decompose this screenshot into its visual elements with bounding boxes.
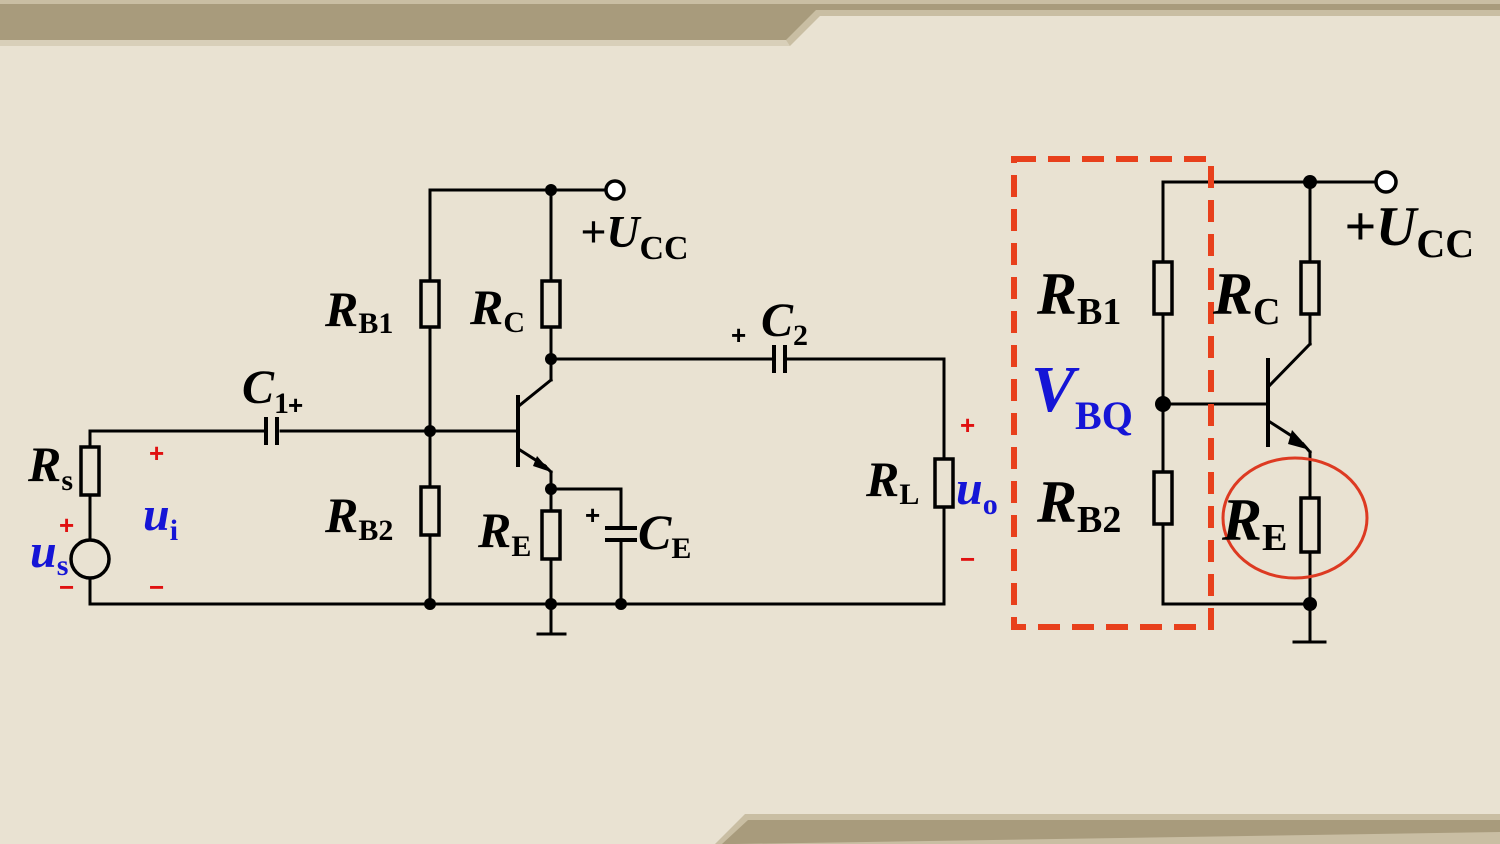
ce-plus-sign: +: [585, 500, 600, 530]
ui-plus-sign: +: [149, 438, 164, 468]
uo-label: uo: [956, 462, 998, 521]
rb2-label-right: RB2: [1036, 469, 1121, 541]
rb1-label-left: RB1: [324, 281, 393, 340]
vbq-label: VBQ: [1031, 353, 1133, 438]
rs-label-left: Rs: [27, 436, 73, 497]
re-highlight-circle: [1221, 456, 1369, 580]
left-circuit: [69, 179, 955, 636]
bias-divider-highlight-box: [1011, 156, 1214, 630]
us-plus-sign: +: [59, 510, 74, 540]
emitter-arrow-left: [533, 456, 551, 472]
uo-minus-sign: −: [960, 544, 975, 574]
supply-label-left: +UCC: [580, 206, 689, 267]
us-label: us: [30, 525, 68, 582]
rl-label-left: RL: [865, 451, 919, 511]
rc-label-left: RC: [469, 279, 525, 339]
junction-dots-left: [424, 184, 627, 610]
us-minus-sign: −: [59, 572, 74, 602]
c1-plus-sign: +: [288, 390, 303, 420]
uo-plus-sign: +: [960, 410, 975, 440]
emitter-arrow-right: [1288, 430, 1310, 450]
ce-label-left: CE: [638, 504, 691, 565]
ui-label: ui: [143, 488, 178, 547]
rb1-label-right: RB1: [1036, 261, 1121, 333]
c1-label-left: C1: [242, 361, 289, 420]
ui-minus-sign: −: [149, 572, 164, 602]
rb2-label-left: RB2: [324, 487, 393, 547]
c2-label-left: C2: [761, 294, 808, 352]
rc-label-right: RC: [1212, 261, 1280, 333]
supply-label-right: +UCC: [1344, 196, 1474, 266]
junction-dots-right: [1155, 175, 1317, 611]
re-label-left: RE: [477, 502, 531, 563]
re-label-right: RE: [1221, 487, 1287, 559]
c2-plus-sign: +: [731, 320, 746, 350]
right-circuit: [1152, 170, 1398, 644]
